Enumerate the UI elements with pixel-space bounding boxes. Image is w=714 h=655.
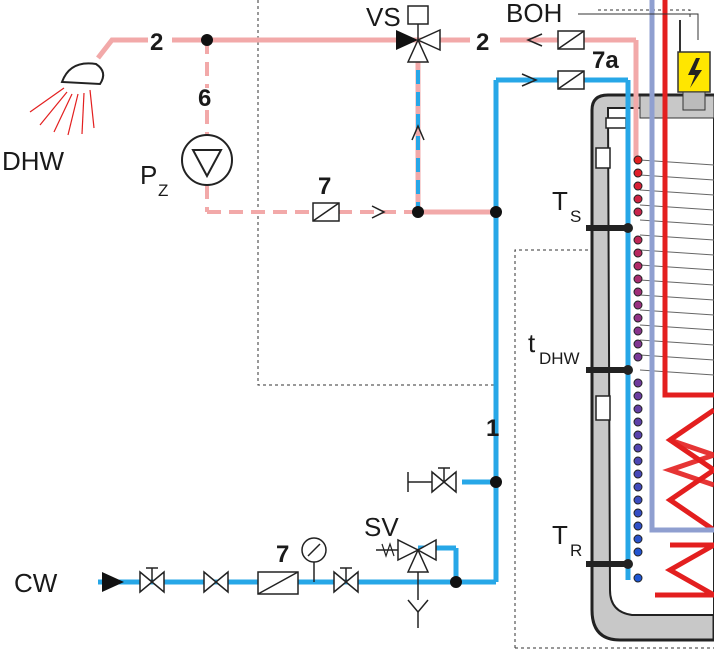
three-way-valve-icon — [396, 5, 441, 63]
label-sv: SV — [364, 512, 399, 542]
label-ts-sub: S — [570, 207, 581, 226]
pipe-junctions — [201, 34, 502, 588]
label-cw: CW — [14, 568, 58, 598]
label-pump-sub: Z — [158, 181, 168, 200]
line-number-hot-right: 2 — [476, 29, 489, 56]
label-ts: T — [552, 186, 568, 216]
tank-temperature-dots — [633, 155, 643, 583]
label-boh: BOH — [506, 0, 562, 28]
line-number-cold-riser: 1 — [486, 415, 499, 442]
label-vs: VS — [366, 2, 401, 32]
shutoff-valve-icon — [139, 467, 457, 594]
tank-anode-top — [605, 117, 627, 129]
flow-arrows — [371, 33, 543, 219]
tank-flange — [595, 395, 611, 421]
pump-icon — [181, 134, 233, 186]
check-valve-icon — [257, 30, 585, 595]
tank-sensors — [586, 225, 626, 567]
pressure-gauge-icon — [301, 537, 327, 582]
label-tr: T — [552, 520, 568, 550]
boundary-lines — [257, 0, 714, 649]
line-number-hot-left: 2 — [150, 29, 163, 56]
label-dhw: DHW — [2, 146, 65, 176]
drain-funnel-icon — [407, 599, 429, 628]
label-tdhw-sub: DHW — [539, 349, 580, 368]
label-tr-sub: R — [570, 541, 582, 560]
electric-heater-icon — [677, 20, 711, 111]
sensor-dots — [623, 223, 633, 569]
line-number-check-tank: 7a — [592, 47, 619, 74]
boh-leader — [578, 13, 699, 40]
shower-icon — [29, 62, 105, 136]
tank-port-upper — [595, 147, 611, 169]
label-tdhw: t — [528, 328, 536, 358]
circulation-pipes — [205, 40, 418, 214]
heating-coil — [649, 0, 714, 598]
inlet-arrow — [102, 572, 124, 592]
line-number-check-circ: 7 — [318, 173, 331, 200]
label-pump: P — [140, 160, 157, 190]
line-number-circulation: 6 — [198, 85, 211, 112]
line-number-check-bottom: 7 — [276, 541, 289, 568]
safety-valve-icon — [376, 538, 437, 600]
cold-water-pipes — [98, 77, 631, 585]
